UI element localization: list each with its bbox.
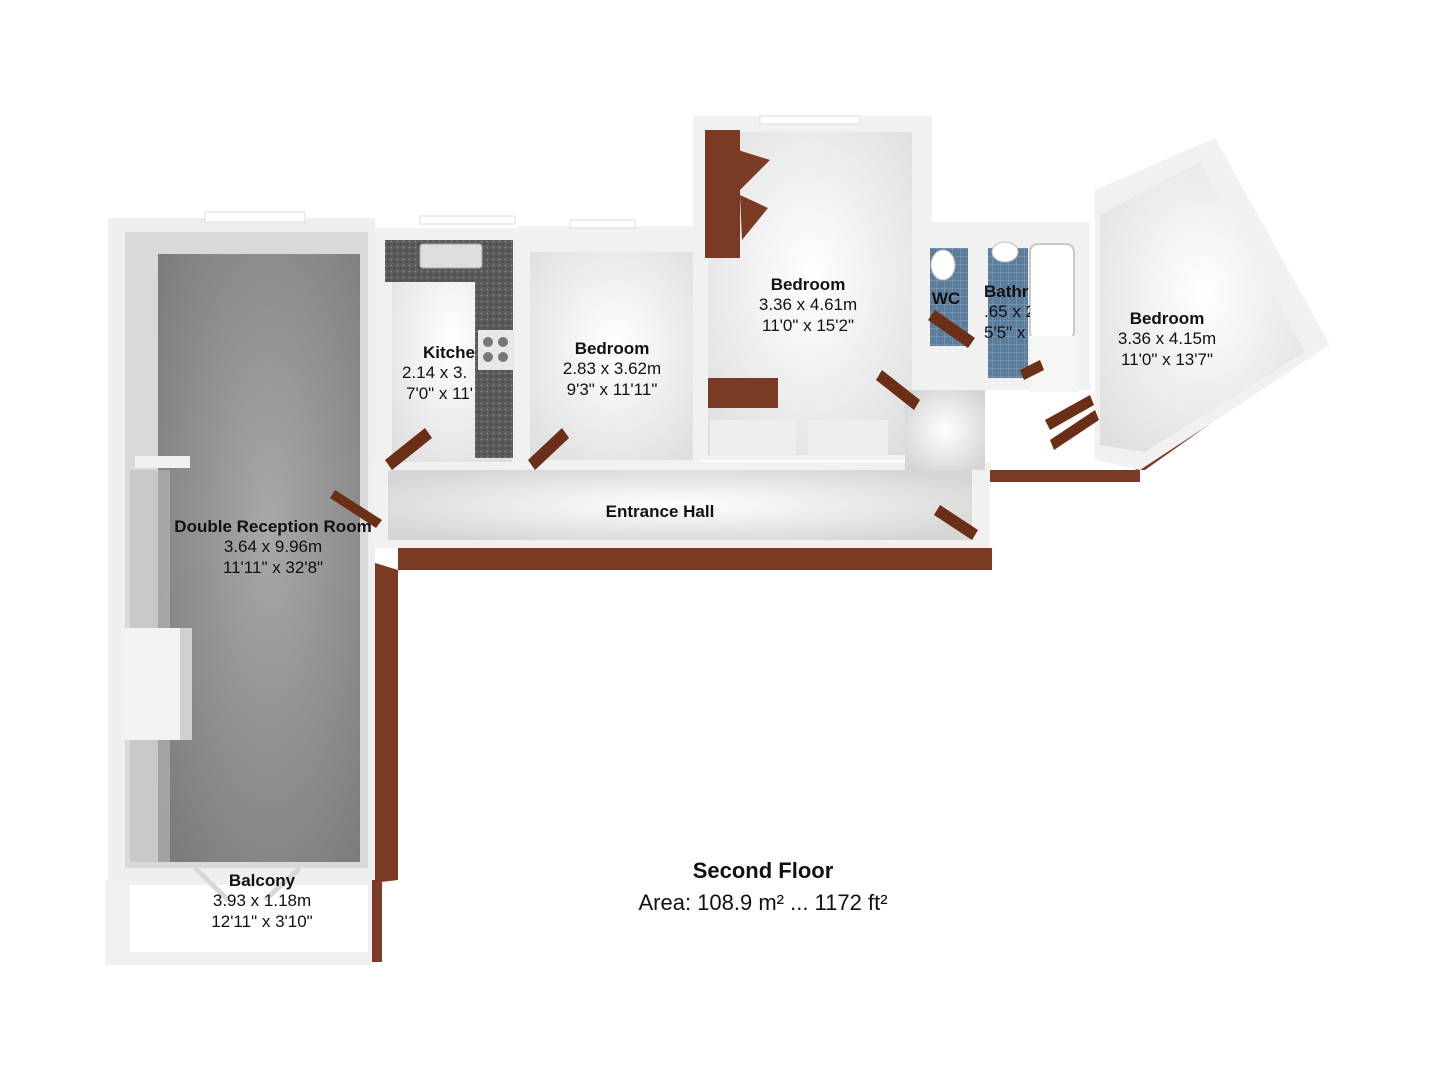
bathroom-metric: .65 x 2 (984, 302, 1030, 322)
kitchen-label: Kitchen 2.14 x 3. 7'0" x 11' (398, 343, 476, 404)
balcony (105, 866, 372, 965)
balcony-label: Balcony 3.93 x 1.18m 12'11" x 3'10" (162, 871, 362, 932)
bedroom-2-name: Bedroom (770, 275, 846, 294)
bedroom-3-name: Bedroom (1129, 309, 1205, 328)
kitchen-name: Kitchen (423, 343, 476, 362)
doors (330, 310, 1099, 540)
bedroom-3-imperial: 11'0" x 13'7" (1121, 349, 1213, 369)
kitchen-metric: 2.14 x 3. (402, 363, 468, 383)
bedroom-3-metric: 3.36 x 4.15m (1117, 329, 1217, 349)
wc-name: WC (931, 289, 961, 308)
balcony-imperial: 12'11" x 3'10" (211, 911, 313, 931)
bedroom-3 (1095, 138, 1330, 470)
floor-area: Area: 108.9 m² ... 1172 ft² (638, 890, 888, 915)
reception-room-label: Double Reception Room 3.64 x 9.96m 11'11… (173, 517, 373, 578)
bedroom-1-imperial: 9'3" x 11'11" (566, 379, 658, 399)
bathroom-label: Bathr .65 x 2 5'5" x (984, 282, 1030, 343)
bathroom-imperial: 5'5" x (984, 322, 1026, 342)
kitchen (375, 228, 520, 470)
floor-title: Second Floor (692, 858, 834, 883)
bathroom-name: Bathr (984, 282, 1029, 301)
kitchen-imperial: 7'0" x 11' (406, 383, 474, 403)
reception-room (108, 218, 375, 880)
window-frames (204, 115, 861, 229)
bedroom-1-metric: 2.83 x 3.62m (562, 359, 662, 379)
bedroom-1 (518, 226, 700, 462)
bedroom-1-label: Bedroom 2.83 x 3.62m 9'3" x 11'11" (532, 339, 692, 400)
bedroom-2-imperial: 11'0" x 15'2" (762, 315, 854, 335)
balcony-metric: 3.93 x 1.18m (212, 891, 312, 911)
bedroom-2-metric: 3.36 x 4.61m (758, 295, 858, 315)
entrance-hall-label: Entrance Hall (560, 502, 760, 522)
bedroom-2 (693, 116, 932, 460)
reception-room-name: Double Reception Room (174, 517, 372, 536)
wc-and-bathroom (930, 222, 1090, 392)
entrance-hall (372, 390, 990, 548)
reception-room-imperial: 11'11" x 32'8" (222, 557, 324, 577)
balcony-name: Balcony (228, 871, 296, 890)
wc-label: WC (928, 289, 964, 309)
bedroom-1-name: Bedroom (574, 339, 650, 358)
bedroom-2-label: Bedroom 3.36 x 4.61m 11'0" x 15'2" (728, 275, 888, 336)
entrance-hall-name: Entrance Hall (605, 502, 715, 521)
reception-room-metric: 3.64 x 9.96m (223, 537, 323, 557)
bedroom-3-label: Bedroom 3.36 x 4.15m 11'0" x 13'7" (1087, 309, 1247, 370)
